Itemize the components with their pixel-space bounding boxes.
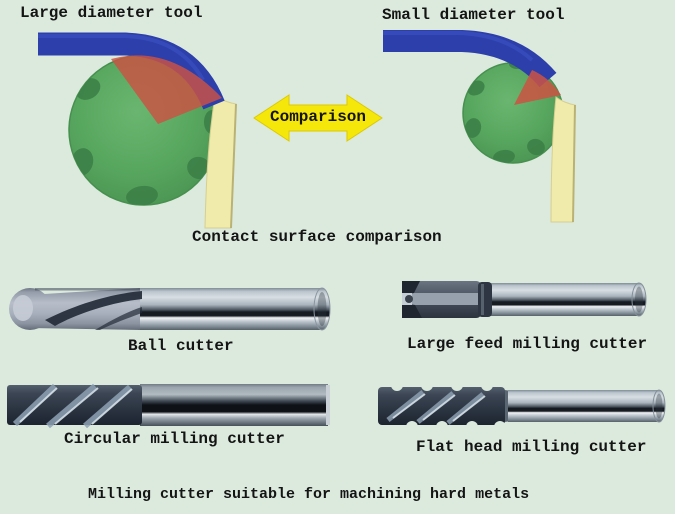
ball-cutter-image <box>9 287 331 331</box>
flat-head-flute-glints <box>392 393 486 422</box>
large-feed-collar <box>478 282 492 317</box>
flat-head-shank-tip-ring <box>655 393 663 419</box>
large-feed-head-midband <box>406 293 482 305</box>
large-workpiece-wall-edge <box>230 103 237 229</box>
ball-cutter-flute-shadow-1 <box>45 291 142 326</box>
large-contact-surface-wedge <box>111 55 222 125</box>
flat-head-cutter-label: Flat head milling cutter <box>416 438 647 456</box>
circular-cutter-label: Circular milling cutter <box>64 430 285 448</box>
circular-cutter-tip-edge <box>326 385 330 425</box>
large-tool-diagram <box>38 32 237 229</box>
small-tool-label: Small diameter tool <box>382 6 565 24</box>
ball-cutter-flute-shadow-2 <box>95 307 142 330</box>
small-tool-path-band <box>383 30 557 88</box>
small-workpiece-wall-edge <box>572 104 576 223</box>
flat-head-shank <box>508 390 660 422</box>
large-tool-label: Large diameter tool <box>20 4 203 22</box>
large-feed-collar-highlight <box>481 284 484 315</box>
large-feed-center-hole <box>405 295 413 303</box>
large-feed-shank-tip <box>631 282 647 317</box>
circular-cutter-flute-streaks <box>12 383 132 429</box>
ball-cutter-top-edge <box>35 288 140 291</box>
large-feed-cutter-label: Large feed milling cutter <box>407 335 648 353</box>
flat-head-shank-tip <box>652 389 666 423</box>
ball-cutter-shank-tip <box>313 287 331 331</box>
footer-caption: Milling cutter suitable for machining ha… <box>88 486 530 503</box>
circular-cutter-shank <box>140 384 328 426</box>
flat-head-flute-streaks <box>386 390 485 425</box>
ball-cutter-shank <box>138 288 322 330</box>
ball-cutter-shank-tip-ring <box>317 292 327 326</box>
large-feed-tooth-bottom <box>402 303 422 318</box>
comparison-arrow-label: Comparison <box>269 108 366 126</box>
ball-cutter-nose-highlight <box>13 295 33 321</box>
small-workpiece-wall <box>550 96 576 223</box>
contact-surface-caption: Contact surface comparison <box>192 228 442 246</box>
circular-cutter-image <box>7 383 330 429</box>
ball-cutter-label: Ball cutter <box>128 337 234 355</box>
circular-cutter-flute-glints <box>19 387 133 425</box>
flat-head-flute-scallops <box>391 379 506 433</box>
large-feed-shank <box>488 283 640 316</box>
large-tool-path-band-highlight <box>38 34 205 81</box>
large-feed-shank-tip-ring <box>635 286 643 313</box>
large-feed-cutter-image <box>402 281 647 318</box>
comparison-double-arrow <box>253 94 383 142</box>
small-tool-diagram <box>383 30 576 223</box>
small-tool-path-band-highlight <box>383 31 534 62</box>
flat-head-cutter-image <box>378 379 666 433</box>
small-contact-surface-wedge <box>514 70 561 105</box>
large-feed-tooth-top <box>402 281 420 295</box>
